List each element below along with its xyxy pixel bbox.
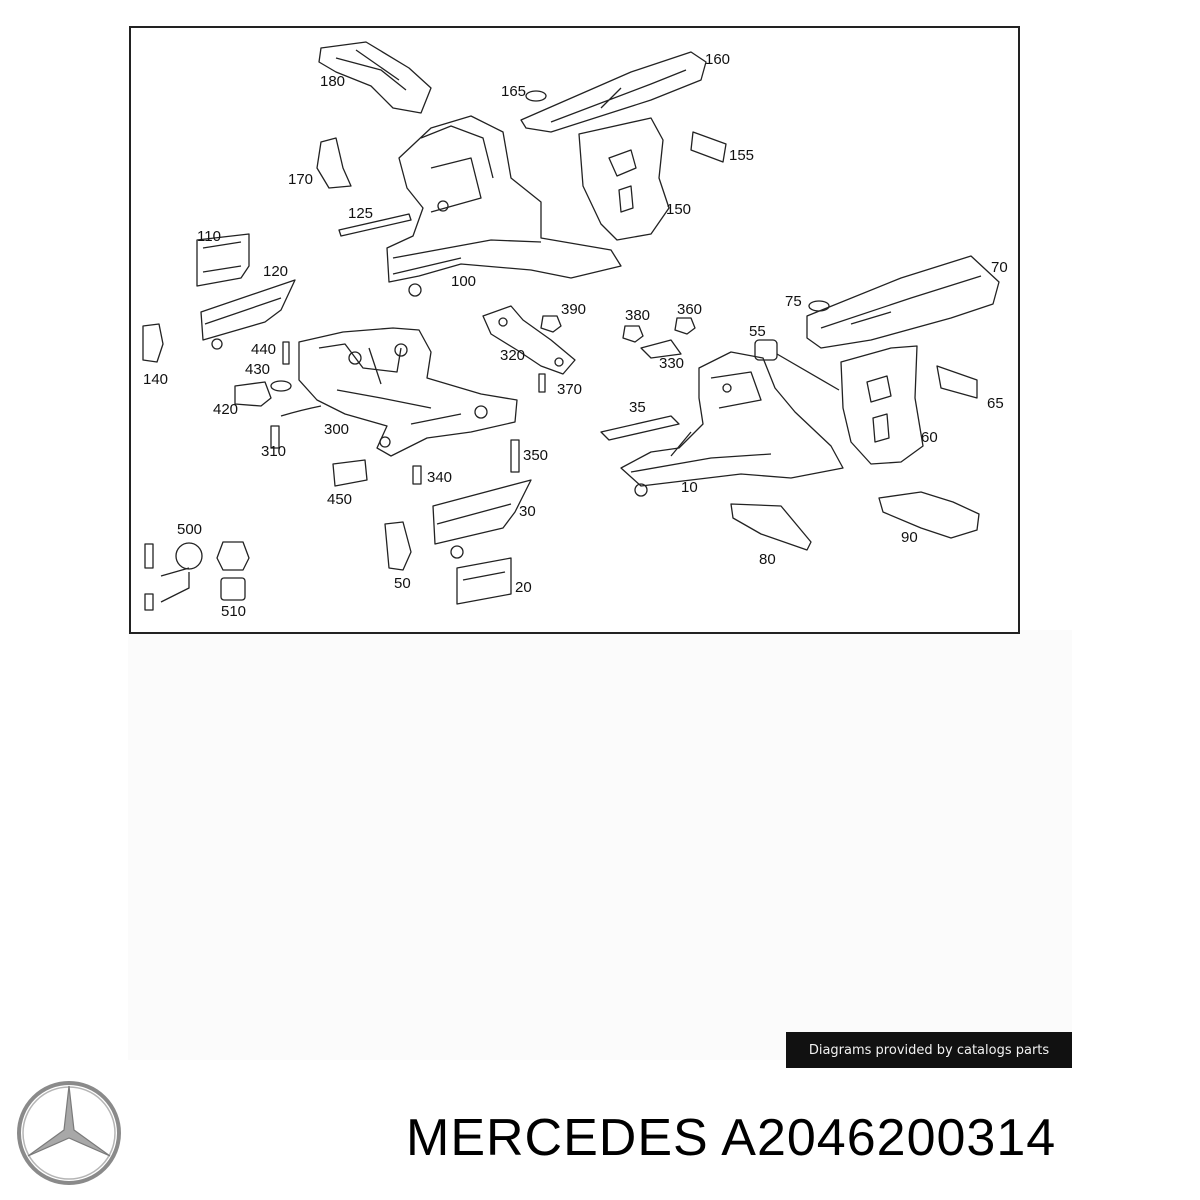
part-100 [386,115,622,283]
part-450 [332,459,368,487]
diagram-credit-badge: Diagrams provided by catalogs parts [786,1032,1072,1068]
callout-150: 150 [666,201,692,218]
part-160 [520,51,707,133]
part-300 [298,327,518,457]
part-360 [674,317,696,335]
callout-70: 70 [991,259,1008,276]
callout-360: 360 [677,301,703,318]
callout-180: 180 [320,73,346,90]
callout-90: 90 [901,529,918,546]
part-90 [878,491,980,539]
part-55 [754,339,778,361]
callout-60: 60 [921,429,938,446]
callout-340: 340 [427,469,453,486]
callout-155: 155 [729,147,755,164]
part-80 [730,503,812,551]
callout-440: 440 [251,341,277,358]
part-110 [196,233,250,287]
callout-125: 125 [348,205,374,222]
parts-drawing [142,41,1000,611]
part-320 [482,305,576,375]
callout-320: 320 [500,347,526,364]
callout-300: 300 [324,421,350,438]
callout-50: 50 [394,575,411,592]
callout-310: 310 [261,443,287,460]
callout-65: 65 [987,395,1004,412]
callout-430: 430 [245,361,271,378]
callout-390: 390 [561,301,587,318]
part-65 [936,365,978,399]
callout-10: 10 [681,479,698,496]
callout-80: 80 [759,551,776,568]
part-60 [840,345,924,465]
mercedes-star-logo [17,1081,121,1185]
callout-330: 330 [659,355,685,372]
parts-diagram: 180 160 165 155 150 170 125 100 110 120 … [129,26,1020,634]
callout-165: 165 [501,83,527,100]
callout-380: 380 [625,307,651,324]
part-number-title: MERCEDES A2046200314 [406,1109,1057,1167]
callout-55: 55 [749,323,766,340]
callout-510: 510 [221,603,247,620]
part-350 [510,439,520,473]
callout-20: 20 [515,579,532,596]
part-340 [412,465,422,485]
part-380 [622,325,644,343]
part-30 [432,479,532,545]
part-330 [640,339,682,359]
callout-170: 170 [288,171,314,188]
callout-450: 450 [327,491,353,508]
callout-500: 500 [177,521,203,538]
callout-30: 30 [519,503,536,520]
part-420 [234,381,272,407]
callout-350: 350 [523,447,549,464]
part-440 [282,341,290,365]
part-35 [600,415,680,441]
part-120 [200,279,296,341]
part-310 [270,425,280,449]
callout-120: 120 [263,263,289,280]
gray-background-panel [128,630,1072,1060]
part-430 [270,380,292,392]
part-510 [216,541,250,571]
part-140 [142,323,164,363]
callout-75: 75 [785,293,802,310]
part-170 [316,137,352,189]
part-165 [525,90,547,102]
part-180 [318,41,432,114]
part-390 [540,315,562,333]
credit-text: Diagrams provided by catalogs parts [808,1042,1050,1058]
part-500 [144,543,154,611]
callout-35: 35 [629,399,646,416]
part-370 [538,373,546,393]
part-125 [338,213,412,237]
callout-370: 370 [557,381,583,398]
part-75 [808,300,830,312]
part-150 [578,117,670,241]
part-20 [456,557,512,605]
callout-140: 140 [143,371,169,388]
callout-100: 100 [451,273,477,290]
part-50 [384,521,412,571]
part-10 [620,351,844,487]
callout-420: 420 [213,401,239,418]
part-155 [690,131,727,163]
callout-110: 110 [197,228,221,245]
part-70 [806,255,1000,349]
callout-160: 160 [705,51,731,68]
